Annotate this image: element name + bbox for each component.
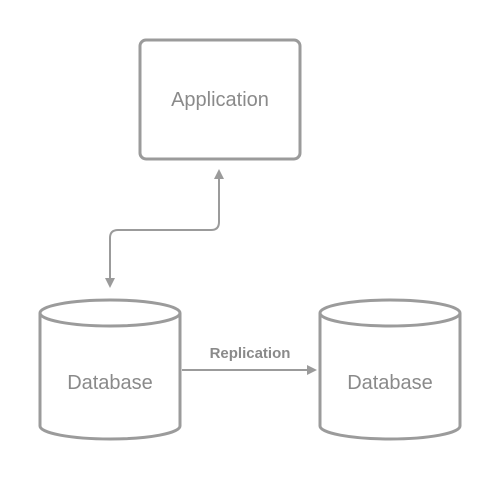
app-db-connector [105,169,224,288]
database-primary-body [38,313,182,441]
database-primary-label: Database [67,372,153,394]
application-node[interactable]: Application [138,38,302,161]
replication-label: Replication [210,345,291,362]
database-primary-node[interactable]: Database [38,298,182,441]
database-replica-top [318,298,462,328]
database-primary-top [38,298,182,328]
application-box [138,38,302,161]
database-replica-label: Database [347,372,433,394]
application-label: Application [171,89,269,111]
database-replica-body [318,313,462,441]
database-replica-node[interactable]: Database [318,298,462,441]
